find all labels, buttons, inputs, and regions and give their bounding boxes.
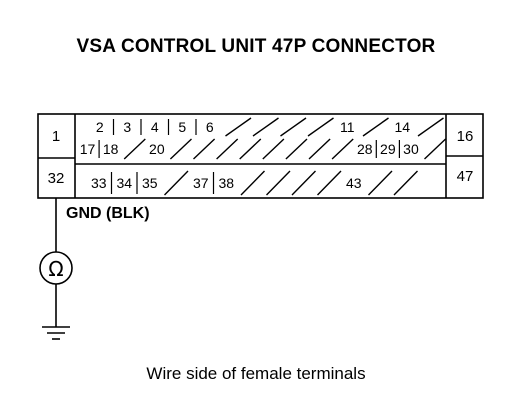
terminal-28: 28: [357, 141, 373, 157]
terminal-6: 6: [206, 119, 214, 135]
empty-cavity: [169, 138, 192, 160]
empty-cavity: [424, 138, 447, 160]
terminal-18: 18: [103, 141, 119, 157]
empty-cavity: [252, 117, 279, 137]
page-title: VSA CONTROL UNIT 47P CONNECTOR: [76, 36, 436, 57]
caption: Wire side of female terminals: [146, 364, 366, 383]
terminal-34: 34: [116, 175, 132, 191]
empty-cavity: [308, 138, 331, 160]
empty-cavity: [262, 138, 285, 160]
empty-cavity: [291, 170, 317, 196]
empty-cavity: [417, 117, 444, 137]
terminal-row-2: 17 18 20 28 29 30: [80, 138, 447, 160]
terminal-3: 3: [123, 119, 131, 135]
terminal-17: 17: [80, 141, 96, 157]
terminal-row-1: 2 3 4 5 6 11 14: [96, 117, 444, 137]
terminal-14: 14: [394, 119, 410, 135]
empty-cavity: [280, 117, 307, 137]
empty-cavity: [331, 138, 354, 160]
empty-cavity: [239, 138, 262, 160]
empty-cavity: [123, 138, 146, 160]
empty-cavity: [193, 138, 216, 160]
empty-cavity: [265, 170, 291, 196]
empty-cavity: [307, 117, 334, 137]
ohm-icon: Ω: [48, 257, 63, 281]
empty-cavity: [362, 117, 389, 137]
gnd-label: GND (BLK): [66, 205, 150, 222]
empty-cavity: [240, 170, 266, 196]
empty-cavity: [393, 170, 419, 196]
terminal-2: 2: [96, 119, 104, 135]
empty-cavity: [216, 138, 239, 160]
terminal-38: 38: [218, 175, 234, 191]
terminal-5: 5: [178, 119, 186, 135]
terminal-37: 37: [193, 175, 209, 191]
empty-cavity: [225, 117, 252, 137]
empty-cavity: [316, 170, 342, 196]
terminal-33: 33: [91, 175, 107, 191]
terminal-11: 11: [340, 119, 355, 135]
pin-47: 47: [457, 168, 474, 185]
terminal-row-3: 33 34 35 37 38 43: [91, 170, 419, 196]
terminal-30: 30: [403, 141, 419, 157]
terminal-4: 4: [151, 119, 159, 135]
terminal-29: 29: [380, 141, 396, 157]
terminal-20: 20: [149, 141, 165, 157]
empty-cavity: [285, 138, 308, 160]
pin-1: 1: [52, 128, 60, 145]
empty-cavity: [367, 170, 393, 196]
terminal-35: 35: [142, 175, 158, 191]
empty-cavity: [163, 170, 189, 196]
pin-32: 32: [48, 170, 65, 187]
terminal-43: 43: [346, 175, 362, 191]
pin-16: 16: [457, 128, 474, 145]
